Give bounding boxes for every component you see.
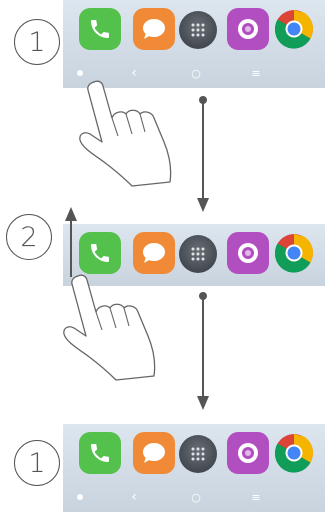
navigation-bar: ‹ ○ ≡: [63, 486, 325, 508]
recent-apps-button[interactable]: ≡: [249, 62, 263, 84]
app-row: [63, 432, 325, 478]
camera-icon[interactable]: [227, 232, 269, 274]
recent-icon: ≡: [251, 491, 260, 504]
arrow-down-icon: [197, 292, 209, 412]
phone-icon[interactable]: [79, 432, 121, 474]
phone-icon[interactable]: [79, 232, 121, 274]
step-number: 1: [28, 450, 45, 477]
arrow-down-icon: [197, 96, 209, 214]
app-row: [63, 8, 325, 54]
message-icon[interactable]: [133, 232, 175, 274]
hand-swipe-icon: [56, 270, 166, 382]
hand-tap-icon: [72, 76, 182, 188]
step-1-circle: 1: [14, 19, 60, 65]
pin-icon[interactable]: [73, 486, 87, 508]
message-icon[interactable]: [133, 8, 175, 50]
home-icon: ○: [191, 67, 201, 80]
home-button[interactable]: ○: [189, 62, 203, 84]
back-button[interactable]: ‹: [127, 486, 141, 508]
recent-icon: ≡: [251, 67, 260, 80]
chrome-icon[interactable]: [273, 432, 315, 474]
dock-bar-top: ‹ ○ ≡: [63, 0, 325, 88]
chrome-icon[interactable]: [273, 8, 315, 50]
home-icon: ○: [191, 491, 201, 504]
message-icon[interactable]: [133, 432, 175, 474]
camera-icon[interactable]: [227, 432, 269, 474]
step-number: 2: [20, 224, 37, 251]
camera-icon[interactable]: [227, 8, 269, 50]
dock-bar-bottom: ‹ ○ ≡: [63, 424, 325, 512]
chrome-icon[interactable]: [273, 232, 315, 274]
phone-icon[interactable]: [79, 8, 121, 50]
step-3-circle: 1: [14, 440, 60, 486]
back-icon: ‹: [131, 489, 137, 505]
apps-grid-icon[interactable]: [179, 435, 217, 473]
arrow-up-icon: [64, 207, 78, 277]
step-number: 1: [28, 29, 45, 56]
recent-apps-button[interactable]: ≡: [249, 486, 263, 508]
apps-grid-icon[interactable]: [179, 11, 217, 49]
apps-grid-icon[interactable]: [179, 235, 217, 273]
step-2-circle: 2: [6, 214, 52, 260]
home-button[interactable]: ○: [189, 486, 203, 508]
